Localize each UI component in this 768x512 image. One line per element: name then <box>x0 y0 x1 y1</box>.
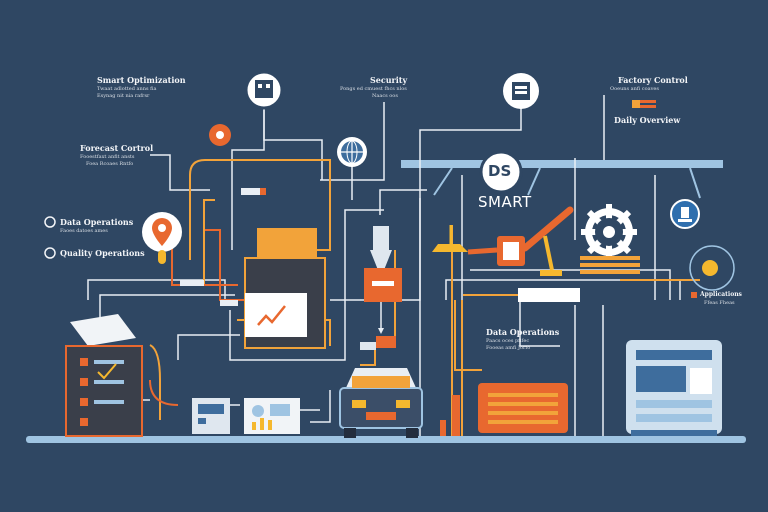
data-operations-title: Data Operations <box>60 217 134 227</box>
report-icon <box>244 398 300 434</box>
forecast-control-desc: Fooestfaxt anfit ansts <box>80 154 135 160</box>
daily-overview-title: Daily Overview <box>614 115 681 125</box>
security-desc: Naacs oos <box>372 93 398 99</box>
post <box>452 395 460 436</box>
ds-badge-label: DS <box>488 162 512 180</box>
device-icon <box>192 398 230 434</box>
forecast-control-desc: Foea Rcoaes Rntfo <box>86 161 134 167</box>
connector <box>260 188 266 195</box>
quality-operations-title: Quality Operations <box>60 248 145 258</box>
connector <box>180 280 204 286</box>
generator-icon <box>478 383 568 433</box>
security-desc: Pongs ed cmuest fhcs nlos <box>340 86 407 92</box>
rotation-icon[interactable] <box>689 245 735 291</box>
data-operations-desc: Faoes datoes ames <box>60 228 108 234</box>
applications-title: Applications <box>700 291 742 298</box>
location-pin-icon[interactable] <box>142 212 182 264</box>
globe-icon[interactable] <box>337 137 367 167</box>
gear-icon[interactable] <box>581 204 637 260</box>
post <box>440 420 446 436</box>
security-title: Security <box>370 75 408 85</box>
data-operations-2-desc: Fooeas amfi Jorfo <box>486 345 531 351</box>
overhead-rail <box>401 160 723 199</box>
forecast-control-title: Forecast Cortrol <box>80 143 154 153</box>
chart-flag-icon <box>632 100 656 108</box>
server-icon <box>65 314 143 437</box>
connector <box>241 188 263 195</box>
ds-badge[interactable] <box>479 150 523 194</box>
smart-optimization-desc: Esynag nit nia rafrsr <box>97 93 150 99</box>
data-operations-2-title: Data Operations <box>486 327 560 337</box>
factory-icon[interactable] <box>503 73 539 109</box>
factory-control-desc: Ooeuns anfi coaves <box>610 86 659 92</box>
ground-rail <box>26 436 746 443</box>
robot-arm <box>432 206 574 276</box>
connector <box>220 300 238 306</box>
press-machine <box>364 226 402 334</box>
smart-optimization-title: Smart Optimization <box>97 75 186 85</box>
dashboard-icon <box>626 340 722 436</box>
data-operations-2-desc: Paacs oces pflfec <box>486 338 530 344</box>
smart-optimization-desc: Twaat adlotted anns fia <box>97 86 157 92</box>
target-icon <box>44 247 56 259</box>
conveyor-tray <box>518 288 580 302</box>
robot-icon[interactable] <box>244 70 284 110</box>
brand-label: SMART <box>478 193 532 211</box>
settings-icon[interactable] <box>209 124 231 146</box>
central-machine <box>244 228 326 349</box>
warning-icon <box>691 292 697 298</box>
applications-desc: Ffeas Fheas <box>704 300 735 306</box>
factory-control-title: Factory Control <box>618 75 688 85</box>
connection-wires <box>87 95 681 436</box>
truck-icon <box>339 336 423 438</box>
conveyor-stack <box>580 256 640 274</box>
target-icon <box>44 216 56 228</box>
alert-icon[interactable] <box>670 199 700 229</box>
